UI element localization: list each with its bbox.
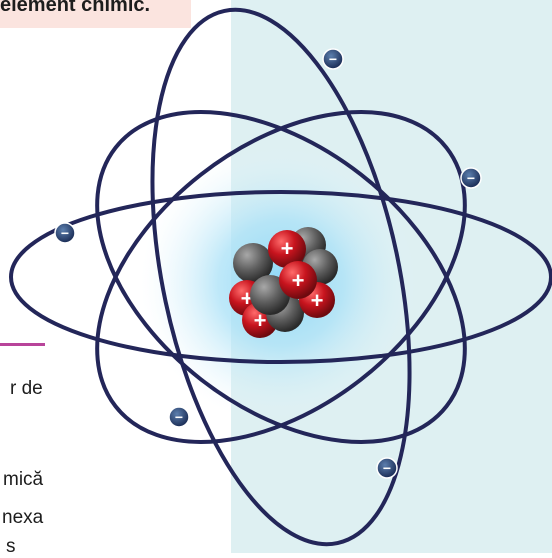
proton-plus-icon: + — [254, 308, 267, 333]
title-highlight-box: element chimic. — [0, 0, 191, 28]
electrons: − − − − − — [54, 48, 482, 479]
electron: − — [460, 167, 482, 189]
electron-minus-icon: − — [467, 170, 475, 186]
electron: − — [322, 48, 344, 70]
nucleus: + + + + + — [229, 227, 338, 338]
body-text-line-1: r de — [10, 378, 43, 399]
electron: − — [168, 406, 190, 428]
body-text-line-4: s — [6, 536, 16, 557]
electron-minus-icon: − — [383, 460, 391, 476]
neutron — [233, 243, 273, 283]
orbit-diagonal-down — [95, 110, 467, 444]
proton — [268, 230, 306, 268]
body-text-line-3: nexa — [2, 507, 44, 528]
proton-plus-icon: + — [311, 288, 324, 313]
orbits — [9, 7, 552, 547]
proton — [279, 261, 317, 299]
orbit-diagonal-up — [95, 110, 467, 444]
electron-minus-icon: − — [329, 51, 337, 67]
proton-plus-icon: + — [292, 268, 305, 293]
body-text-line-2: mică — [3, 469, 44, 490]
orbit-horizontal — [9, 190, 552, 364]
electron: − — [376, 457, 398, 479]
proton-plus-icon: + — [281, 236, 294, 261]
page-title: element chimic. — [0, 0, 151, 16]
electron: − — [54, 222, 76, 244]
orbit-vertical — [150, 7, 412, 547]
section-divider — [0, 343, 45, 346]
electron-minus-icon: − — [175, 409, 183, 425]
electron-minus-icon: − — [61, 225, 69, 241]
